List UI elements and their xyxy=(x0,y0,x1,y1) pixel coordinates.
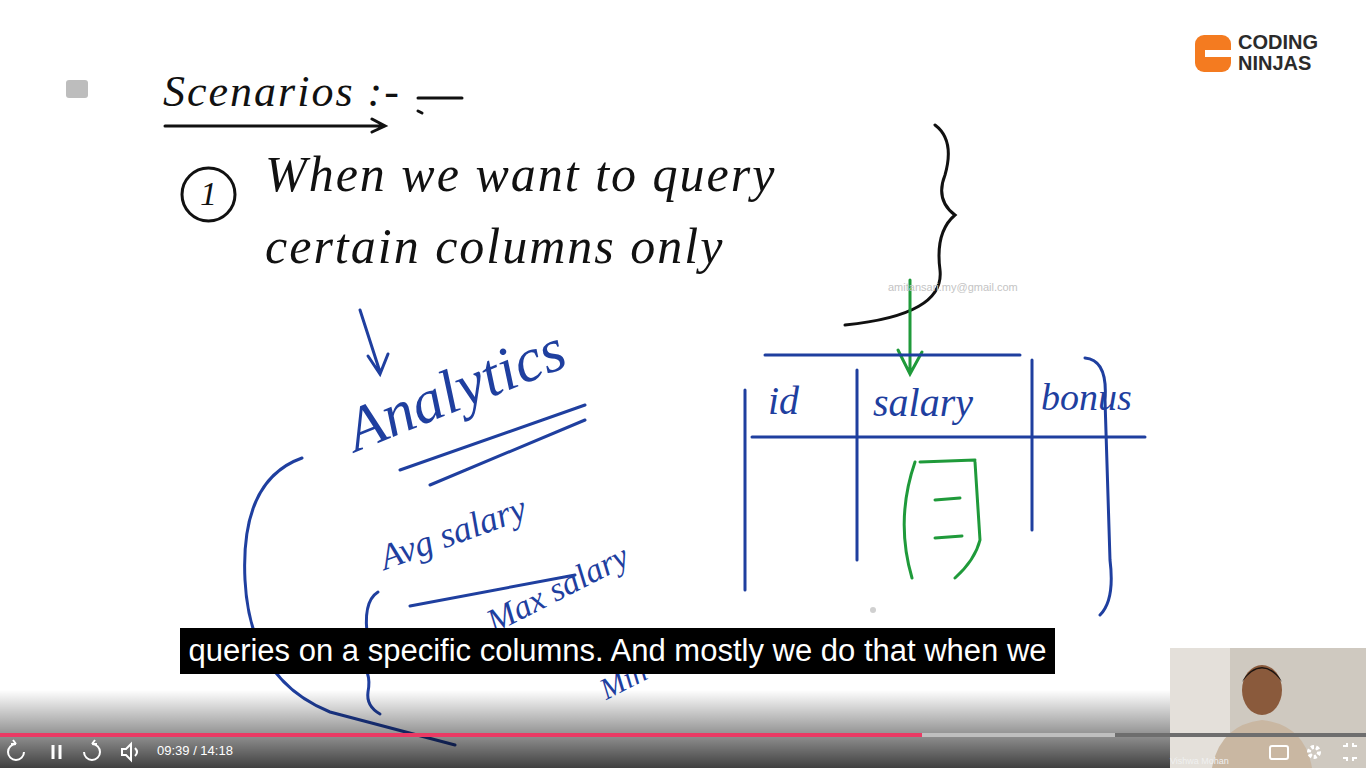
down-arrow xyxy=(360,310,388,374)
blue-ink xyxy=(245,310,1145,745)
progress-track xyxy=(0,733,1366,737)
black-ink xyxy=(165,98,955,325)
curly-brace xyxy=(845,125,955,325)
handwritten-note: When we want to query certain columns on… xyxy=(265,138,925,282)
presenter-name: Vishwa Mohan xyxy=(1170,756,1229,766)
title-wrap: Scenarios :- xyxy=(163,66,401,117)
number-text: 1 xyxy=(180,174,237,215)
dot xyxy=(870,607,876,613)
label-wrap: When we want to query certain columns on… xyxy=(265,138,925,282)
label-wrap: bonus xyxy=(1041,376,1132,420)
green-arrow xyxy=(898,280,922,374)
subtitle-box: queries on a specific columns. And mostl… xyxy=(180,628,1055,674)
label-wrap: NINJAS xyxy=(1238,52,1311,75)
logo-text: CODING xyxy=(1238,31,1318,54)
green-ink xyxy=(898,280,980,578)
buffer-bar xyxy=(0,733,1115,737)
control-icons xyxy=(8,740,1357,761)
control-shade xyxy=(0,690,1366,768)
presenter-hair xyxy=(1242,667,1282,682)
logo-shape xyxy=(1195,35,1231,72)
circled-number: 1 xyxy=(180,166,237,223)
label-wrap: CODING xyxy=(1238,31,1318,54)
watermark: amitansari.my@gmail.com xyxy=(888,281,1018,294)
logo-text: NINJAS xyxy=(1238,52,1311,75)
table-header: salary xyxy=(873,380,973,426)
webcam-ground xyxy=(1170,648,1366,768)
title-mark xyxy=(418,98,462,113)
label-wrap: Analytics xyxy=(335,314,576,467)
table-header: id xyxy=(768,378,799,424)
webcam-thumbnail xyxy=(1170,648,1366,768)
label-wrap: id xyxy=(768,378,799,424)
handwritten-heading: Analytics xyxy=(335,314,576,467)
logo-icon xyxy=(1195,35,1231,72)
label-wrap: salary xyxy=(873,380,973,426)
captions-icon xyxy=(1270,746,1288,759)
rewind-icon xyxy=(8,740,24,760)
label-wrap: Vishwa Mohan xyxy=(1170,756,1229,766)
forward-icon xyxy=(84,740,100,760)
column-highlight xyxy=(904,460,980,578)
title-underline xyxy=(165,119,385,132)
progress-bar xyxy=(0,733,922,737)
presenter-head xyxy=(1242,665,1282,715)
table-lines xyxy=(745,355,1145,615)
label-wrap: 09:39 / 14:18 xyxy=(157,744,233,759)
label-wrap: amitansari.my@gmail.com xyxy=(888,281,1018,294)
table-header: bonus xyxy=(1041,376,1132,420)
subtitle-text: queries on a specific columns. And mostl… xyxy=(188,632,1047,669)
fullscreen-icon xyxy=(1343,743,1357,761)
toolbar-icon xyxy=(66,80,88,98)
title: Scenarios :- xyxy=(163,66,401,117)
handwritten-item: Avg salary xyxy=(374,488,532,579)
label-wrap: Avg salary xyxy=(374,488,532,579)
logo-bar xyxy=(1205,50,1231,57)
pause-icon xyxy=(53,745,60,759)
time-display: 09:39 / 14:18 xyxy=(157,744,233,759)
volume-icon xyxy=(122,744,137,760)
settings-icon xyxy=(1309,747,1319,757)
